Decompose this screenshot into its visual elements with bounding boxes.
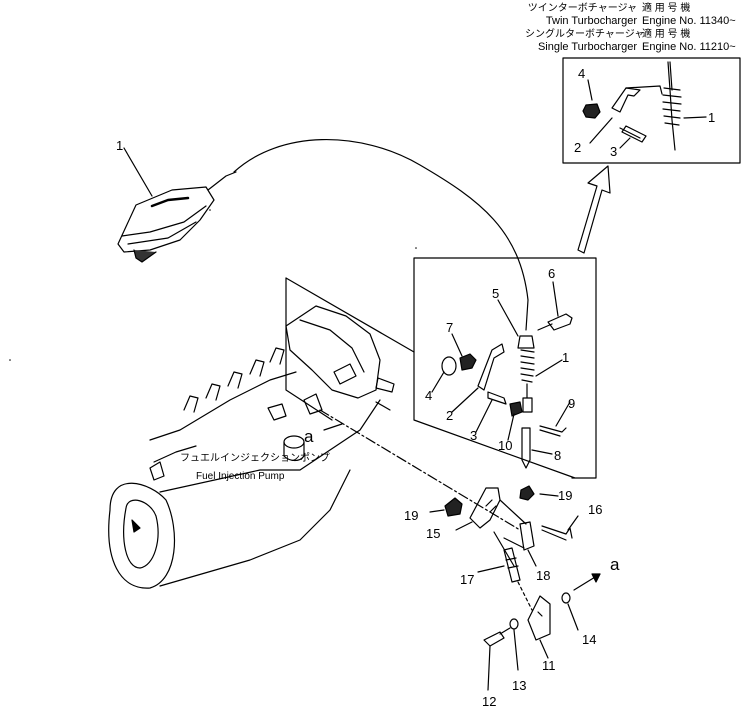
bracket-11-icon <box>527 595 551 641</box>
alignment-line <box>319 409 521 531</box>
part-num-inset-3: 3 <box>610 144 617 159</box>
nut-19-left-icon <box>444 497 463 517</box>
cable-mount-box <box>413 257 597 479</box>
nut-19-right-icon <box>519 485 535 501</box>
part-num-box-4: 4 <box>425 388 432 403</box>
box-frame <box>413 257 597 479</box>
inset-bracket <box>611 87 641 113</box>
single-turbo-engine-no: Engine No. 11210~ <box>642 41 736 53</box>
part-num-18: 18 <box>536 568 550 583</box>
link-17-icon <box>503 547 521 583</box>
part-num-10: 10 <box>498 438 512 453</box>
part-num-inset-1: 1 <box>708 110 715 125</box>
control-lever <box>117 147 237 263</box>
bolt-16-icon <box>541 525 573 541</box>
washer-14-icon <box>561 592 571 604</box>
part-num-17: 17 <box>460 572 474 587</box>
part-num-inset-4: 4 <box>578 66 585 81</box>
inset-frame <box>562 57 741 164</box>
cable-end-icon <box>517 335 535 349</box>
washer-13-icon <box>509 618 519 630</box>
collar-4-icon <box>441 356 457 376</box>
part-num-8: 8 <box>554 448 561 463</box>
part-num-11: 11 <box>542 658 556 673</box>
nut-10-icon <box>509 401 523 417</box>
clevis-8-icon <box>521 427 531 469</box>
part-num-lever-1: 1 <box>116 138 123 153</box>
bolt-12-icon <box>483 627 511 647</box>
part-num-7: 7 <box>446 320 453 335</box>
fuel-injection-pump <box>108 277 415 589</box>
bolt-9-icon <box>539 425 567 437</box>
part-num-5: 5 <box>492 286 499 301</box>
part-num-19-right: 19 <box>558 488 572 503</box>
pump-label-en: Fuel Injection Pump <box>196 471 285 482</box>
pump-flange <box>108 482 176 589</box>
inset-detail <box>562 57 741 164</box>
twin-turbo-engine-no: Engine No. 11340~ <box>642 15 736 27</box>
bolt-3-icon <box>487 391 507 405</box>
part-num-16: 16 <box>588 502 602 517</box>
inset-bolt-icon <box>619 125 647 143</box>
lever-body <box>117 186 215 253</box>
part-num-14: 14 <box>582 632 596 647</box>
pump-mount-plate <box>285 277 415 421</box>
part-num-12: 12 <box>482 694 496 707</box>
single-turbo-jp-applicable: 適 用 号 機 <box>642 29 691 40</box>
part-num-15: 15 <box>426 526 440 541</box>
view-mark-a-pump: a <box>304 427 314 446</box>
part-num-inset-2: 2 <box>574 140 581 155</box>
delivery-valves <box>183 347 285 413</box>
pump-body <box>159 399 381 587</box>
governor-housing <box>285 305 381 399</box>
single-turbo-jp-label: シングルターボチャージャ <box>525 29 645 40</box>
part-num-6: 6 <box>548 266 555 281</box>
lower-linkage <box>429 485 601 691</box>
inset-cable <box>667 61 676 151</box>
part-num-box-2: 2 <box>446 408 453 423</box>
part-num-9: 9 <box>568 396 575 411</box>
twin-turbo-jp-applicable: 適 用 号 機 <box>642 3 691 14</box>
part-num-19-left: 19 <box>404 508 418 523</box>
bracket-2-icon <box>477 343 505 391</box>
part-num-13: 13 <box>512 678 526 693</box>
pump-filter-cap <box>283 435 305 449</box>
single-turbo-en-label: Single Turbocharger <box>537 41 637 53</box>
clevis-18-icon <box>519 521 535 551</box>
bolt-6-icon <box>547 313 573 331</box>
twin-turbo-en-label: Twin Turbocharger <box>545 15 637 27</box>
part-num-box-3: 3 <box>470 428 477 443</box>
nut-7-icon <box>459 353 477 371</box>
twin-turbo-jp-label: ツインターボチャージャ <box>527 3 637 14</box>
part-num-box-1: 1 <box>562 350 569 365</box>
view-mark-a-arrow: a <box>610 555 620 574</box>
bracket-15-icon <box>469 487 501 529</box>
inset-nut-icon <box>582 103 601 119</box>
inset-pointer-arrow <box>577 165 611 254</box>
control-cable <box>233 138 529 331</box>
pump-label-jp: フュエルインジェクションポンプ <box>180 452 330 464</box>
